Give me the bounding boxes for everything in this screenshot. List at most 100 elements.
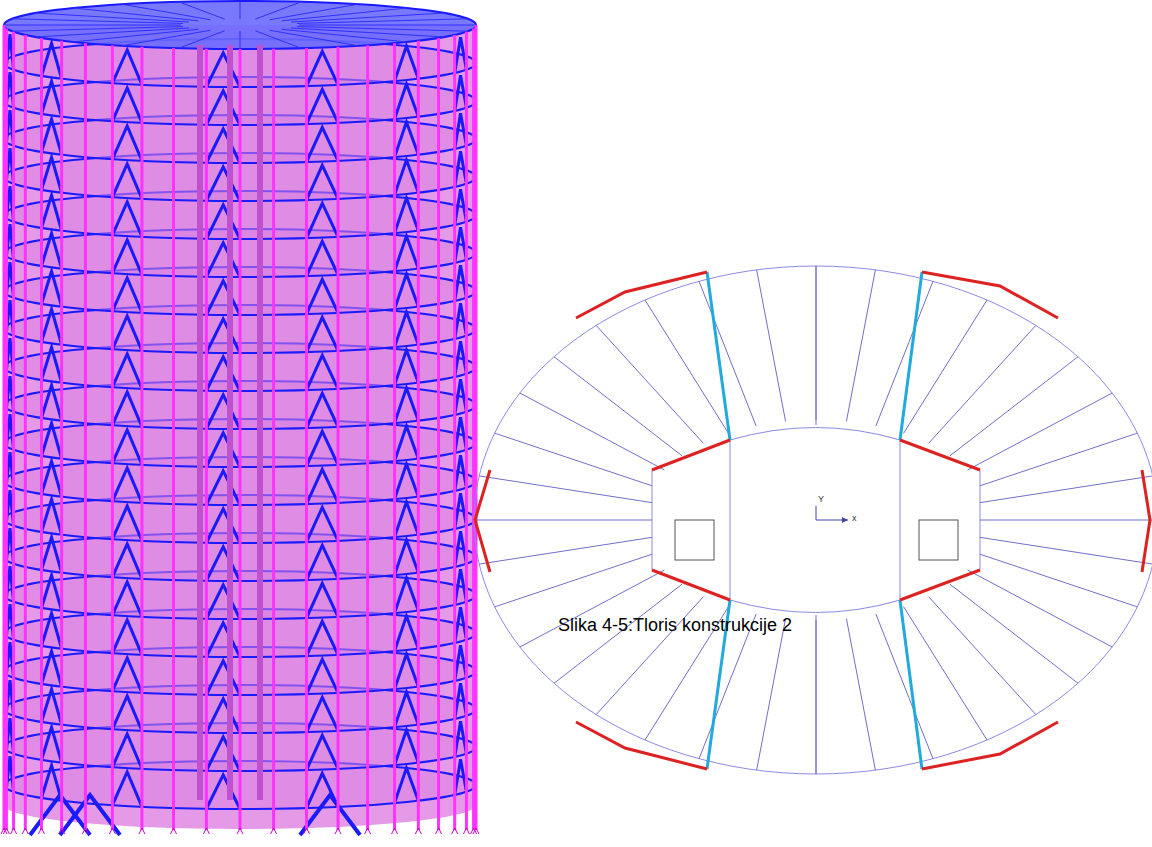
diagonal-brace bbox=[306, 355, 338, 390]
diagonal-brace bbox=[395, 312, 419, 347]
radial-beam bbox=[980, 537, 1152, 564]
diagonal-brace bbox=[395, 768, 419, 803]
highlight-edge bbox=[922, 722, 1058, 769]
diagonal-brace bbox=[395, 160, 419, 195]
support-symbol bbox=[59, 828, 65, 834]
diagonal-brace bbox=[455, 455, 467, 491]
diagonal-brace bbox=[306, 431, 338, 466]
diagonal-brace bbox=[306, 621, 338, 656]
plan-outline bbox=[474, 266, 1152, 774]
column bbox=[111, 45, 114, 830]
radial-beam bbox=[596, 325, 703, 443]
radial-beam bbox=[699, 281, 756, 426]
axis-label: Y bbox=[818, 494, 824, 504]
support-symbol bbox=[171, 828, 177, 834]
roof-beam bbox=[12, 19, 183, 24]
radial-beam bbox=[757, 618, 786, 770]
diagonal-brace bbox=[206, 509, 240, 543]
diagonal-brace bbox=[206, 319, 240, 353]
shaft-square bbox=[919, 520, 958, 560]
diagonal-brace bbox=[206, 471, 240, 505]
diagonal-brace bbox=[306, 203, 338, 238]
diagonal-brace bbox=[112, 696, 142, 731]
diagonal-brace bbox=[395, 122, 419, 157]
diagonal-brace bbox=[112, 772, 142, 807]
diagonal-brace bbox=[112, 316, 142, 351]
highlight-edge bbox=[576, 722, 707, 769]
diagonal-brace bbox=[206, 357, 240, 391]
diagonal-brace bbox=[455, 417, 467, 453]
diagonal-brace bbox=[455, 303, 467, 339]
radial-beam bbox=[980, 476, 1152, 503]
diagonal-brace bbox=[306, 583, 338, 618]
diagonal-brace bbox=[395, 46, 419, 81]
support-symbol bbox=[3, 828, 9, 834]
diagonal-brace bbox=[395, 84, 419, 119]
radial-beam bbox=[816, 266, 817, 425]
diagonal-brace bbox=[41, 537, 61, 572]
radial-beam bbox=[699, 614, 756, 759]
shaft-square bbox=[675, 520, 714, 560]
diagonal-brace bbox=[41, 423, 61, 458]
diagonal-brace bbox=[41, 613, 61, 648]
diagonal-brace bbox=[395, 692, 419, 727]
support-symbol bbox=[473, 828, 479, 834]
diagonal-brace bbox=[206, 737, 240, 771]
roof-beam bbox=[255, 2, 301, 19]
diagonal-brace bbox=[395, 350, 419, 385]
column bbox=[40, 38, 43, 830]
diagonal-brace bbox=[112, 88, 142, 123]
diagonal-brace bbox=[112, 506, 142, 541]
radial-beam bbox=[846, 270, 875, 422]
diagonal-brace bbox=[112, 50, 142, 85]
diagonal-brace bbox=[455, 759, 467, 795]
support-symbol bbox=[237, 828, 243, 834]
diagonal-brace bbox=[395, 730, 419, 765]
column bbox=[60, 41, 63, 830]
diagonal-brace bbox=[41, 195, 61, 230]
diagonal-brace bbox=[395, 388, 419, 423]
diagonal-brace bbox=[41, 309, 61, 344]
axis-label: x bbox=[852, 513, 857, 523]
diagonal-brace bbox=[206, 585, 240, 619]
column bbox=[366, 45, 369, 830]
column bbox=[393, 43, 396, 830]
roof-beam bbox=[36, 28, 189, 37]
highlight-edge bbox=[900, 440, 980, 470]
diagonal-brace bbox=[455, 607, 467, 643]
highlight-edge bbox=[576, 272, 707, 318]
support-symbol bbox=[335, 828, 341, 834]
diagonal-brace bbox=[306, 393, 338, 428]
diagonal-brace bbox=[206, 129, 240, 163]
diagonal-brace bbox=[455, 189, 467, 225]
column bbox=[84, 43, 87, 830]
diagonal-brace bbox=[206, 167, 240, 201]
core-outline bbox=[652, 428, 980, 613]
diagonal-brace bbox=[395, 274, 419, 309]
column bbox=[465, 32, 468, 830]
highlight-edge bbox=[1142, 470, 1150, 572]
diagonal-brace bbox=[41, 727, 61, 762]
highlight-beam bbox=[900, 272, 922, 440]
diagonal-brace bbox=[41, 499, 61, 534]
radial-beam bbox=[757, 270, 786, 422]
diagonal-brace bbox=[112, 240, 142, 275]
diagonal-brace bbox=[306, 51, 338, 86]
column bbox=[475, 25, 478, 830]
highlight-beam bbox=[707, 272, 730, 440]
radial-beam bbox=[968, 570, 1113, 647]
support-symbol bbox=[463, 828, 469, 834]
floor-slab bbox=[4, 1, 476, 49]
radial-beam bbox=[474, 520, 652, 521]
diagonal-brace bbox=[455, 569, 467, 605]
diagonal-brace bbox=[306, 469, 338, 504]
diagonal-brace bbox=[41, 575, 61, 610]
support-symbol bbox=[392, 828, 398, 834]
roof-beam bbox=[297, 19, 468, 24]
diagonal-brace bbox=[206, 623, 240, 657]
axis-arrow bbox=[842, 517, 848, 523]
column bbox=[239, 49, 242, 830]
diagonal-brace bbox=[112, 164, 142, 199]
diagonal-brace bbox=[306, 127, 338, 162]
diagonal-brace bbox=[206, 699, 240, 733]
